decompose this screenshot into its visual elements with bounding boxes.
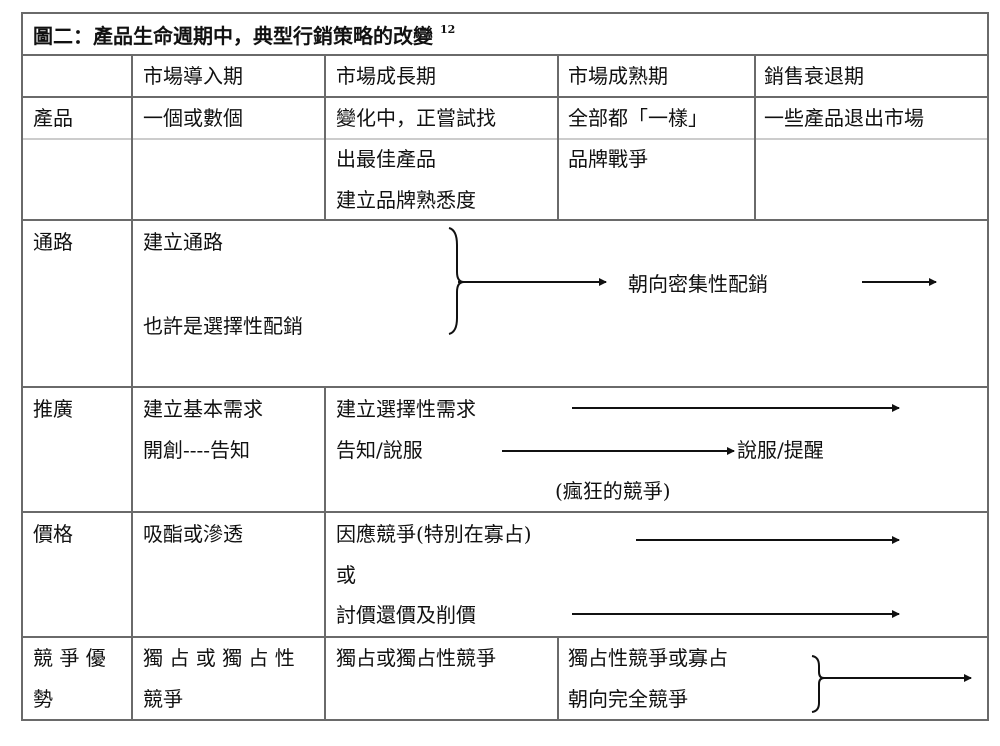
product-maturity-2: 品牌戰爭 — [568, 147, 648, 171]
table-title: 圖二：產品生命週期中，典型行銷策略的改變 12 — [33, 18, 455, 48]
col-divider — [557, 54, 559, 220]
row-divider — [21, 96, 989, 98]
promotion-target: 說服/提醒 — [737, 438, 824, 462]
row-divider — [21, 138, 989, 140]
promotion-growth-2: 告知/說服 — [336, 438, 423, 462]
row-divider — [21, 636, 989, 638]
col-divider — [557, 636, 559, 721]
row-divider — [21, 219, 989, 221]
table-border-right — [987, 12, 989, 721]
row-label-channel: 通路 — [33, 230, 73, 254]
row-divider — [21, 54, 989, 56]
price-growth-1: 因應競爭(特別在寡占) — [336, 522, 532, 546]
price-growth-3: 討價還價及削價 — [336, 603, 476, 627]
header-intro: 市場導入期 — [143, 64, 243, 88]
col-divider — [324, 54, 326, 220]
row-label-price: 價格 — [33, 522, 73, 546]
table-border-bottom — [21, 719, 989, 721]
competition-intro-2: 競爭 — [143, 687, 183, 711]
title-text: 圖二：產品生命週期中，典型行銷策略的改變 — [33, 24, 433, 48]
promotion-intro-2: 開創----告知 — [143, 438, 251, 462]
product-intro: 一個或數個 — [143, 106, 243, 130]
row-label-competition-1: 競 爭 優 — [33, 646, 106, 670]
row-divider — [21, 511, 989, 513]
header-growth: 市場成長期 — [336, 64, 436, 88]
row-label-promotion: 推廣 — [33, 397, 73, 421]
brace-icon — [811, 655, 825, 713]
promotion-growth-1: 建立選擇性需求 — [336, 397, 476, 421]
row-label-competition-2: 勢 — [33, 687, 53, 711]
col-divider — [131, 54, 133, 721]
product-decline: 一些產品退出市場 — [764, 106, 924, 130]
table-border-left — [21, 12, 23, 721]
competition-maturity-2: 朝向完全競爭 — [568, 687, 688, 711]
product-maturity-1: 全部都「一樣」 — [568, 106, 708, 130]
channel-line-1: 建立通路 — [143, 230, 223, 254]
row-label-product: 產品 — [33, 106, 73, 130]
footnote-ref: 12 — [439, 23, 456, 36]
col-divider — [324, 386, 326, 721]
competition-intro-1: 獨 占 或 獨 占 性 — [143, 646, 295, 670]
promotion-note: (瘋狂的競爭) — [555, 479, 671, 503]
header-maturity: 市場成熟期 — [568, 64, 668, 88]
price-growth-2: 或 — [336, 563, 356, 587]
product-growth-1: 變化中，正嘗試找 — [336, 106, 496, 130]
price-intro: 吸酯或滲透 — [143, 522, 243, 546]
channel-result: 朝向密集性配銷 — [628, 272, 768, 296]
header-decline: 銷售衰退期 — [764, 64, 864, 88]
product-growth-3: 建立品牌熟悉度 — [336, 188, 476, 212]
channel-line-2: 也許是選擇性配銷 — [143, 314, 303, 338]
row-divider — [21, 386, 989, 388]
competition-maturity-1: 獨占性競爭或寡占 — [568, 646, 728, 670]
competition-growth: 獨占或獨占性競爭 — [336, 646, 496, 670]
product-growth-2: 出最佳產品 — [336, 147, 436, 171]
col-divider — [754, 54, 756, 220]
table-border-top — [21, 12, 989, 14]
promotion-intro-1: 建立基本需求 — [143, 397, 263, 421]
